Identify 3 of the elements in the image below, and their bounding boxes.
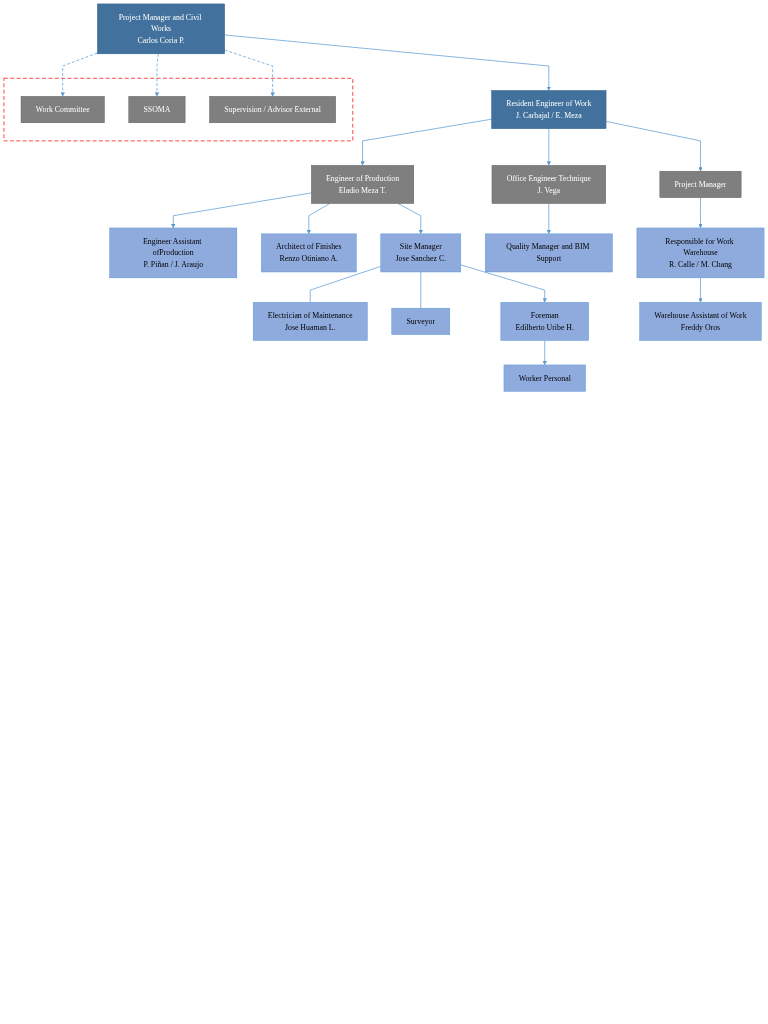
connector [420,271,422,309]
connector [309,266,382,303]
cluster [3,77,354,142]
